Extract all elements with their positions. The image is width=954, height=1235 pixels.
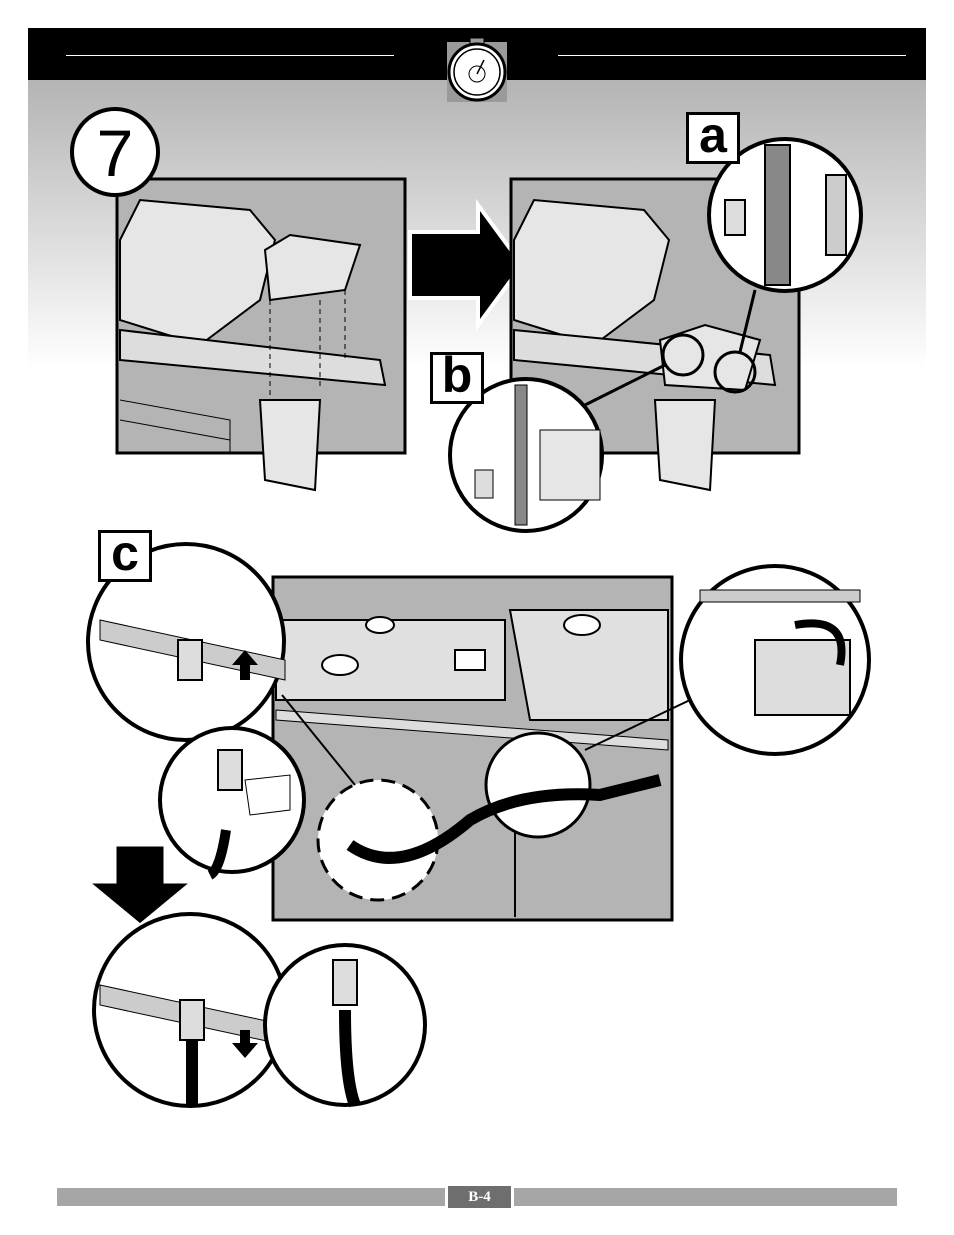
detail-circle-c4 xyxy=(94,914,286,1106)
stopwatch-icon xyxy=(447,38,507,102)
detail-circle-c2 xyxy=(160,728,304,875)
right-arrow-icon xyxy=(410,205,522,325)
callout-label-a: a xyxy=(686,112,740,164)
hose-connection-panel xyxy=(273,577,690,920)
page-number: B-4 xyxy=(445,1186,514,1208)
detail-circle-c5 xyxy=(265,945,425,1105)
step-number: 7 xyxy=(70,107,160,197)
callout-label-b: b xyxy=(430,352,484,404)
callout-label-c: c xyxy=(98,530,152,582)
detail-circle-c3 xyxy=(681,566,869,754)
grill-panel-before xyxy=(117,179,405,490)
